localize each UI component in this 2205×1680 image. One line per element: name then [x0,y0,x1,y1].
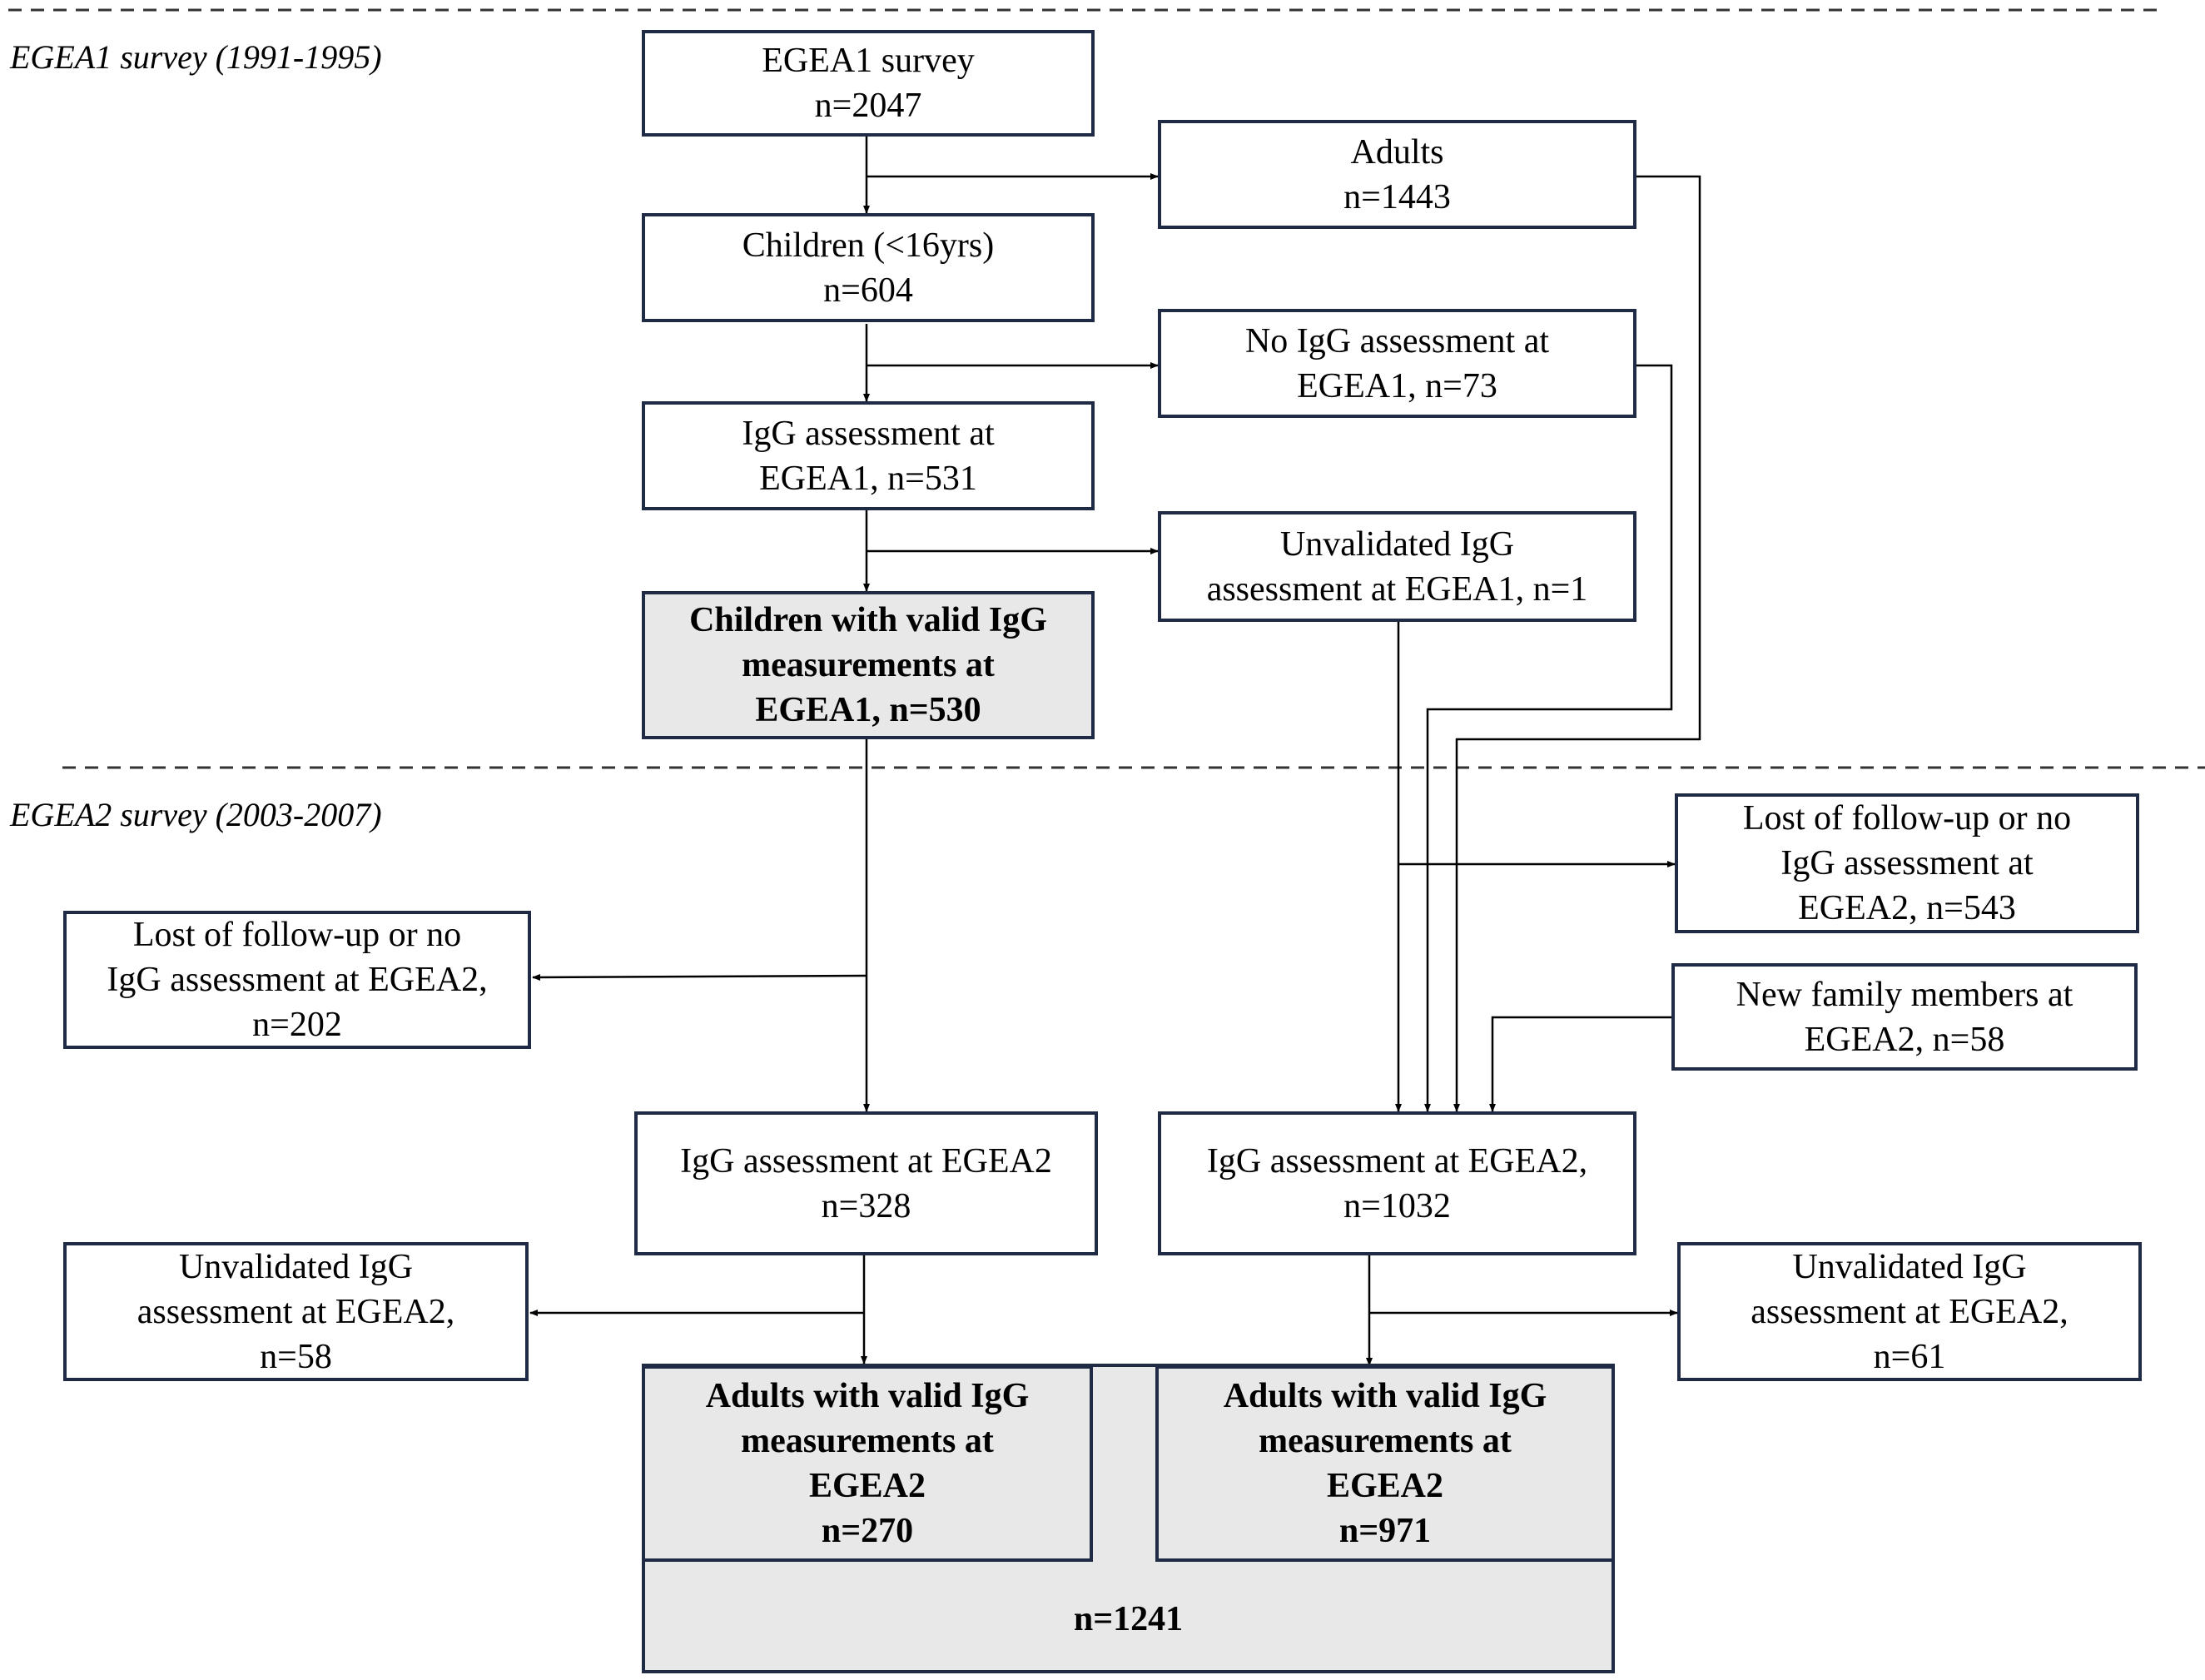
line-new-family-to-egea2 [1489,1016,1671,1112]
section-label-egea1: EGEA1 survey (1991-1995) [10,38,382,76]
section-label-egea2: EGEA2 survey (2003-2007) [10,796,382,833]
arrow-to-lost-left [532,973,867,981]
box-children: Children (<16yrs)n=604 [642,213,1095,322]
total-count: n=1241 [1073,1600,1184,1638]
line-no-igg-to-egea2 [1424,364,1673,1112]
box-igg-egea2-right: IgG assessment at EGEA2,n=1032 [1158,1111,1636,1255]
